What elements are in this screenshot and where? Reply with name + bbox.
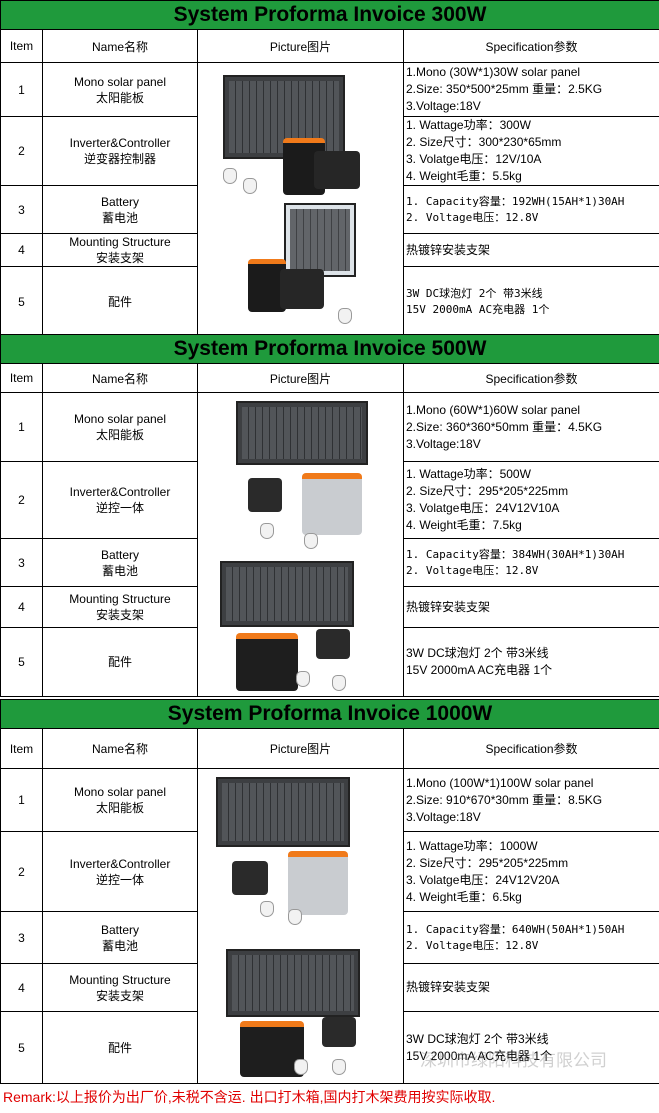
bulb-icon <box>243 178 257 194</box>
bulb-icon <box>294 1059 308 1075</box>
header-spec: Specification参数 <box>402 728 659 769</box>
watermark: 深圳市绿阳科技有限公司 <box>420 1051 607 1070</box>
item-spec: 热镀锌安装支架 <box>402 233 659 267</box>
section-1000w: System Proforma Invoice 1000W Item Name名… <box>0 699 659 1084</box>
item-number: 3 <box>0 911 43 964</box>
bulb-icon <box>260 523 274 539</box>
power-station-image <box>240 1021 304 1077</box>
remark-text: Remark:以上报价为出厂价,未税不含运. 出口打木箱,国内打木架费用按实际收… <box>3 1089 496 1105</box>
header-spec: Specification参数 <box>402 29 659 63</box>
header-item: Item <box>0 363 43 393</box>
item-number: 1 <box>0 62 43 117</box>
battery-image <box>280 269 324 309</box>
bulb-icon <box>338 308 352 324</box>
bulb-icon <box>332 675 346 691</box>
solar-panel-image <box>216 777 350 847</box>
product-picture <box>197 768 404 1084</box>
power-station-image <box>236 633 298 691</box>
header-name: Name名称 <box>42 29 198 63</box>
product-picture <box>197 392 404 697</box>
header-picture: Picture图片 <box>197 363 404 393</box>
item-name: 配件 <box>42 627 198 697</box>
item-number: 2 <box>0 831 43 912</box>
item-number: 4 <box>0 963 43 1012</box>
product-picture <box>197 62 404 337</box>
bulb-icon <box>332 1059 346 1075</box>
item-number: 4 <box>0 586 43 628</box>
item-number: 5 <box>0 1011 43 1084</box>
bag-image <box>316 629 350 659</box>
solar-panel-image <box>236 401 368 465</box>
item-number: 3 <box>0 185 43 234</box>
item-number: 4 <box>0 233 43 267</box>
bulb-icon <box>288 909 302 925</box>
section-title: System Proforma Invoice 1000W <box>0 699 659 729</box>
item-number: 1 <box>0 392 43 462</box>
header-item: Item <box>0 29 43 63</box>
section-500w: System Proforma Invoice 500W Item Name名称… <box>0 334 659 697</box>
header-picture: Picture图片 <box>197 29 404 63</box>
power-station-image <box>302 473 362 535</box>
item-name: 配件 <box>42 1011 198 1084</box>
bulb-icon <box>296 671 310 687</box>
item-number: 2 <box>0 461 43 539</box>
solar-panel-image <box>284 203 356 277</box>
item-spec: 热镀锌安装支架 <box>402 586 659 628</box>
bulb-icon <box>223 168 237 184</box>
section-title: System Proforma Invoice 500W <box>0 334 659 364</box>
bag-image <box>232 861 268 895</box>
header-picture: Picture图片 <box>197 728 404 769</box>
item-number: 2 <box>0 116 43 186</box>
bulb-icon <box>304 533 318 549</box>
bag-image <box>248 478 282 512</box>
battery-image <box>314 151 360 189</box>
section-300w: System Proforma Invoice 300W Item Name名称… <box>0 0 659 337</box>
solar-panel-image <box>226 949 360 1017</box>
bag-image <box>322 1017 356 1047</box>
item-number: 5 <box>0 266 43 337</box>
header-name: Name名称 <box>42 728 198 769</box>
bulb-icon <box>260 901 274 917</box>
item-name: 配件 <box>42 266 198 337</box>
header-name: Name名称 <box>42 363 198 393</box>
item-number: 3 <box>0 538 43 587</box>
inverter-image <box>248 259 286 312</box>
header-item: Item <box>0 728 43 769</box>
item-number: 1 <box>0 768 43 832</box>
section-title: System Proforma Invoice 300W <box>0 0 659 30</box>
power-station-image <box>288 851 348 915</box>
header-spec: Specification参数 <box>402 363 659 393</box>
item-spec: 热镀锌安装支架 <box>402 963 659 1012</box>
solar-panel-image <box>220 561 354 627</box>
item-number: 5 <box>0 627 43 697</box>
